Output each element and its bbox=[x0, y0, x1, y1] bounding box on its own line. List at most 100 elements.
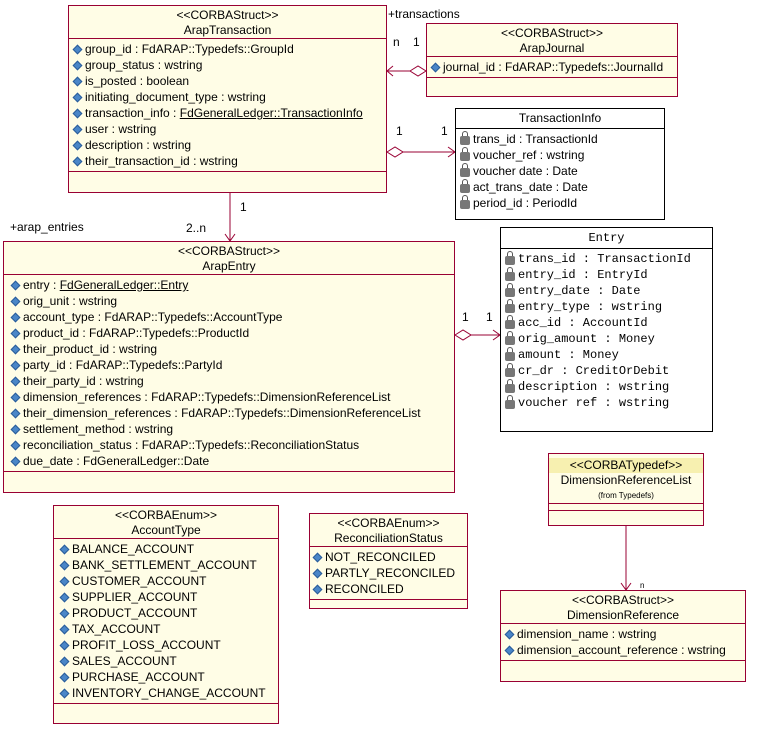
enum-value-row: PRODUCT_ACCOUNT bbox=[59, 605, 278, 621]
attribute-text: orig_amount : Money bbox=[518, 332, 655, 346]
dimref-multiplicity-n: n bbox=[640, 581, 645, 590]
private-attribute-icon bbox=[460, 162, 470, 177]
info-multiplicity-left: 1 bbox=[396, 124, 403, 138]
attribute-text: dimension_references : FdARAP::Typedefs:… bbox=[23, 390, 391, 404]
attribute-row: product_id : FdARAP::Typedefs::ProductId bbox=[10, 325, 454, 341]
attribute-text: act_trans_date : Date bbox=[473, 180, 588, 194]
public-attribute-icon bbox=[10, 392, 21, 402]
attribute-row: their_party_id : wstring bbox=[10, 373, 454, 389]
arap-transaction-class[interactable]: <<CORBAStruct>> ArapTransaction group_id… bbox=[68, 5, 387, 193]
dimension-reference-list-typedef[interactable]: <<CORBATypedef>> DimensionReferenceList … bbox=[548, 453, 704, 526]
entry-name: Entry bbox=[588, 231, 625, 245]
attribute-text: entry_date : Date bbox=[518, 284, 641, 298]
attribute-text: journal_id : FdARAP::Typedefs::JournalId bbox=[443, 60, 664, 74]
attribute-text: their_dimension_references : FdARAP::Typ… bbox=[23, 406, 421, 420]
journal-arrowhead bbox=[386, 65, 394, 77]
dimension-reference-class[interactable]: <<CORBAStruct>> DimensionReference dimen… bbox=[500, 590, 746, 682]
attribute-row: acc_id : AccountId bbox=[505, 314, 712, 331]
reconciliation-status-enum[interactable]: <<CORBAEnum>> ReconciliationStatus NOT_R… bbox=[309, 513, 468, 609]
attribute-row: group_status : wstring bbox=[72, 57, 386, 73]
transaction-info-type-link[interactable]: FdGeneralLedger::TransactionInfo bbox=[179, 106, 363, 120]
attribute-row: description : wstring bbox=[505, 378, 712, 395]
enum-value-text: PRODUCT_ACCOUNT bbox=[72, 606, 198, 620]
info-aggregation-diamond bbox=[386, 146, 404, 158]
dimension-reference-list-empty-compartment bbox=[549, 504, 703, 511]
private-attribute-icon bbox=[505, 266, 515, 281]
enum-value-row: TAX_ACCOUNT bbox=[59, 621, 278, 637]
entry-class[interactable]: Entry trans_id : TransactionId entry_id … bbox=[500, 227, 713, 432]
arap-entry-class[interactable]: <<CORBAStruct>> ArapEntry entry : FdGene… bbox=[3, 241, 455, 493]
public-attribute-icon bbox=[72, 108, 83, 118]
attribute-row: is_posted : boolean bbox=[72, 73, 386, 89]
public-attribute-icon bbox=[10, 440, 21, 450]
attribute-text: their_party_id : wstring bbox=[23, 374, 144, 388]
attribute-row: journal_id : FdARAP::Typedefs::JournalId bbox=[430, 59, 677, 75]
arap-entry-attributes: entry : FdGeneralLedger::Entry orig_unit… bbox=[4, 275, 454, 472]
attribute-text: dimension_account_reference : wstring bbox=[517, 643, 726, 657]
attribute-text: product_id : FdARAP::Typedefs::ProductId bbox=[23, 326, 250, 340]
entry-attributes: trans_id : TransactionId entry_id : Entr… bbox=[501, 249, 712, 413]
dimension-reference-list-name: DimensionReferenceList bbox=[560, 473, 692, 487]
private-attribute-icon bbox=[460, 178, 470, 193]
arap-transaction-header: <<CORBAStruct>> ArapTransaction bbox=[69, 6, 386, 39]
attribute-row: trans_id : TransactionId bbox=[505, 250, 712, 267]
arap-entry-name: ArapEntry bbox=[202, 259, 256, 273]
enum-value-row: CUSTOMER_ACCOUNT bbox=[59, 573, 278, 589]
attribute-text: entry : bbox=[23, 278, 60, 292]
attribute-text: their_transaction_id : wstring bbox=[85, 154, 238, 168]
arap-journal-stereotype: <<CORBAStruct>> bbox=[500, 26, 604, 40]
enum-value-text: TAX_ACCOUNT bbox=[72, 622, 161, 636]
private-attribute-icon bbox=[505, 378, 515, 393]
transaction-info-class[interactable]: TransactionInfo trans_id : TransactionId… bbox=[455, 108, 665, 220]
attribute-row: group_id : FdARAP::Typedefs::GroupId bbox=[72, 41, 386, 57]
attribute-row: user : wstring bbox=[72, 121, 386, 137]
enum-value-text: BANK_SETTLEMENT_ACCOUNT bbox=[72, 558, 257, 572]
enum-value-row: RECONCILED bbox=[312, 581, 467, 597]
entry-type-link[interactable]: FdGeneralLedger::Entry bbox=[59, 278, 189, 292]
public-attribute-icon bbox=[72, 156, 83, 166]
enum-value-text: PROFIT_LOSS_ACCOUNT bbox=[72, 638, 221, 652]
public-attribute-icon bbox=[72, 140, 83, 150]
attribute-text: account_type : FdARAP::Typedefs::Account… bbox=[23, 310, 283, 324]
enum-value-text: NOT_RECONCILED bbox=[325, 550, 436, 564]
private-attribute-icon bbox=[460, 146, 470, 161]
entry-multiplicity-left: 1 bbox=[462, 310, 469, 324]
public-attribute-icon bbox=[72, 124, 83, 134]
public-attribute-icon bbox=[10, 456, 21, 466]
entries-multiplicity-top: 1 bbox=[240, 200, 247, 214]
enum-value-icon bbox=[59, 544, 70, 554]
transaction-info-name: TransactionInfo bbox=[518, 111, 602, 125]
attribute-text: orig_unit : wstring bbox=[23, 294, 118, 308]
reconciliation-status-values: NOT_RECONCILED PARTLY_RECONCILED RECONCI… bbox=[310, 547, 467, 600]
attribute-text: user : wstring bbox=[85, 122, 157, 136]
attribute-text: voucher date : Date bbox=[473, 164, 578, 178]
enum-value-text: CUSTOMER_ACCOUNT bbox=[72, 574, 207, 588]
private-attribute-icon bbox=[505, 282, 515, 297]
transaction-info-attributes: trans_id : TransactionId voucher_ref : w… bbox=[456, 129, 664, 213]
journal-aggregation-diamond bbox=[409, 65, 427, 77]
arap-entry-stereotype: <<CORBAStruct>> bbox=[177, 244, 281, 258]
enum-value-icon bbox=[59, 576, 70, 586]
attribute-row: transaction_info : FdGeneralLedger::Tran… bbox=[72, 105, 386, 121]
enum-value-text: BALANCE_ACCOUNT bbox=[72, 542, 195, 556]
reconciliation-status-header: <<CORBAEnum>> ReconciliationStatus bbox=[310, 514, 467, 547]
account-type-enum[interactable]: <<CORBAEnum>> AccountType BALANCE_ACCOUN… bbox=[53, 505, 279, 724]
attribute-text: dimension_name : wstring bbox=[517, 627, 657, 641]
attribute-row: voucher date : Date bbox=[460, 162, 664, 179]
attribute-row: trans_id : TransactionId bbox=[460, 130, 664, 147]
private-attribute-icon bbox=[460, 194, 470, 209]
attribute-text: reconciliation_status : FdARAP::Typedefs… bbox=[23, 438, 360, 452]
arap-transaction-stereotype: <<CORBAStruct>> bbox=[176, 8, 279, 22]
arap-journal-class[interactable]: <<CORBAStruct>> ArapJournal journal_id :… bbox=[426, 23, 678, 97]
enum-value-icon bbox=[59, 640, 70, 650]
attribute-text: cr_dr : CreditOrDebit bbox=[518, 364, 670, 378]
enum-value-row: PROFIT_LOSS_ACCOUNT bbox=[59, 637, 278, 653]
private-attribute-icon bbox=[505, 298, 515, 313]
account-type-values: BALANCE_ACCOUNT BANK_SETTLEMENT_ACCOUNT … bbox=[54, 539, 278, 704]
attribute-row: entry_type : wstring bbox=[505, 298, 712, 315]
public-attribute-icon bbox=[10, 344, 21, 354]
journal-multiplicity-n: n bbox=[393, 35, 400, 49]
account-type-name: AccountType bbox=[131, 523, 201, 537]
enum-value-row: INVENTORY_CHANGE_ACCOUNT bbox=[59, 685, 278, 701]
